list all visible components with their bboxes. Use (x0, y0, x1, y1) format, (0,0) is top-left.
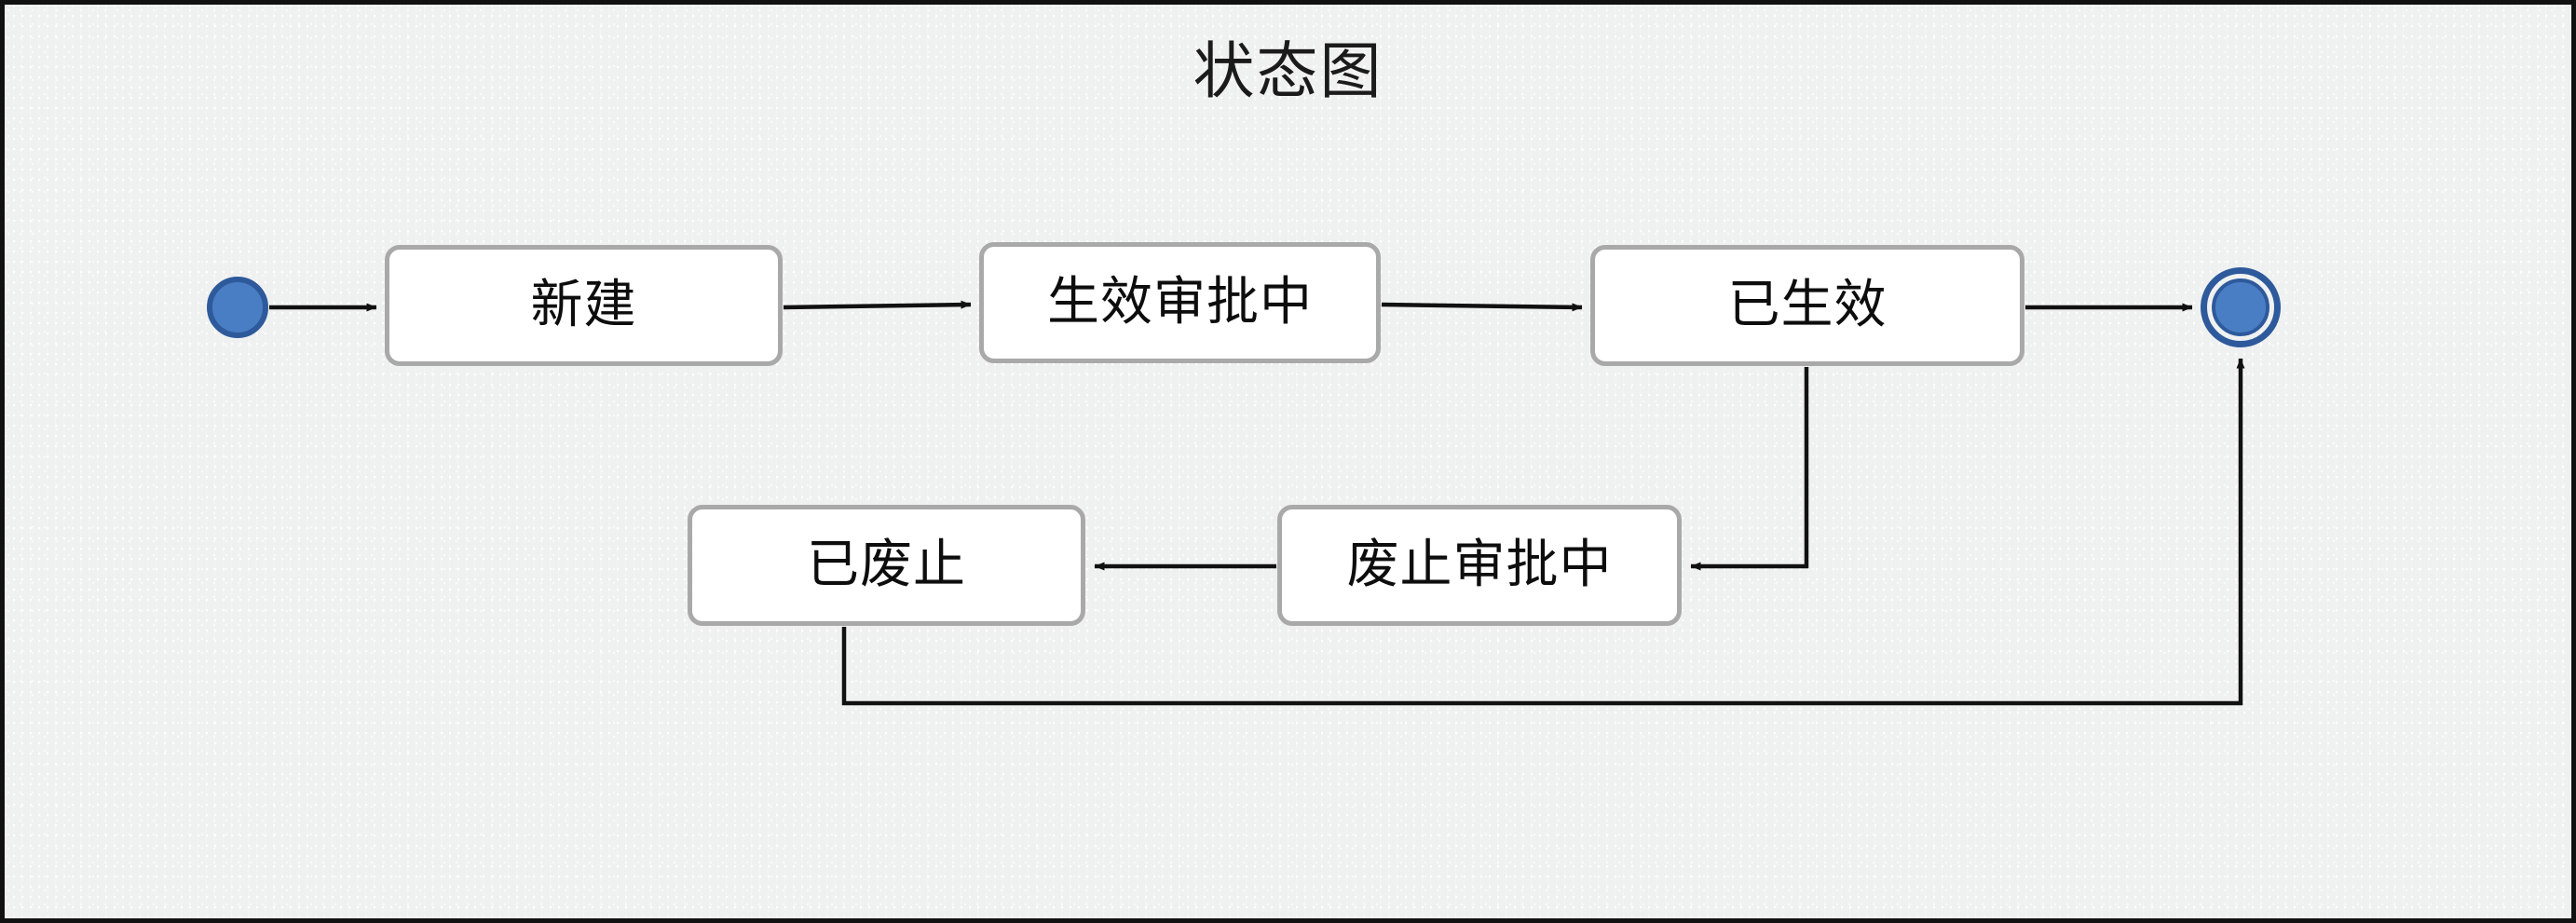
transition-active-to-abolition-approval[interactable] (1690, 367, 1809, 571)
page-title: 状态图 (1193, 35, 1383, 107)
state-node-abolished[interactable]: 已废止 (688, 505, 1085, 626)
state-node-new-label: 新建 (530, 275, 637, 335)
final-state-node[interactable] (2201, 267, 2281, 347)
state-node-active[interactable]: 已生效 (1590, 245, 2024, 366)
state-node-active-label: 已生效 (1727, 275, 1888, 335)
transition-edge-layer (269, 300, 2245, 706)
state-node-activation-approval[interactable]: 生效审批中 (979, 242, 1381, 363)
transition-new-to-activation-approval[interactable] (783, 300, 972, 310)
state-node-abolished-label: 已废止 (807, 535, 966, 595)
state-node-abolition-approval-label: 废止审批中 (1346, 535, 1613, 595)
state-node-activation-approval-label: 生效审批中 (1047, 272, 1313, 333)
state-node-new[interactable]: 新建 (385, 245, 783, 366)
final-state-inner-disc (2212, 278, 2269, 336)
transition-abolished-to-end[interactable] (841, 358, 2245, 706)
state-node-abolition-approval[interactable]: 废止审批中 (1277, 505, 1682, 626)
initial-state-node[interactable] (207, 277, 268, 338)
transition-activation-approval-to-active[interactable] (1381, 302, 1583, 312)
